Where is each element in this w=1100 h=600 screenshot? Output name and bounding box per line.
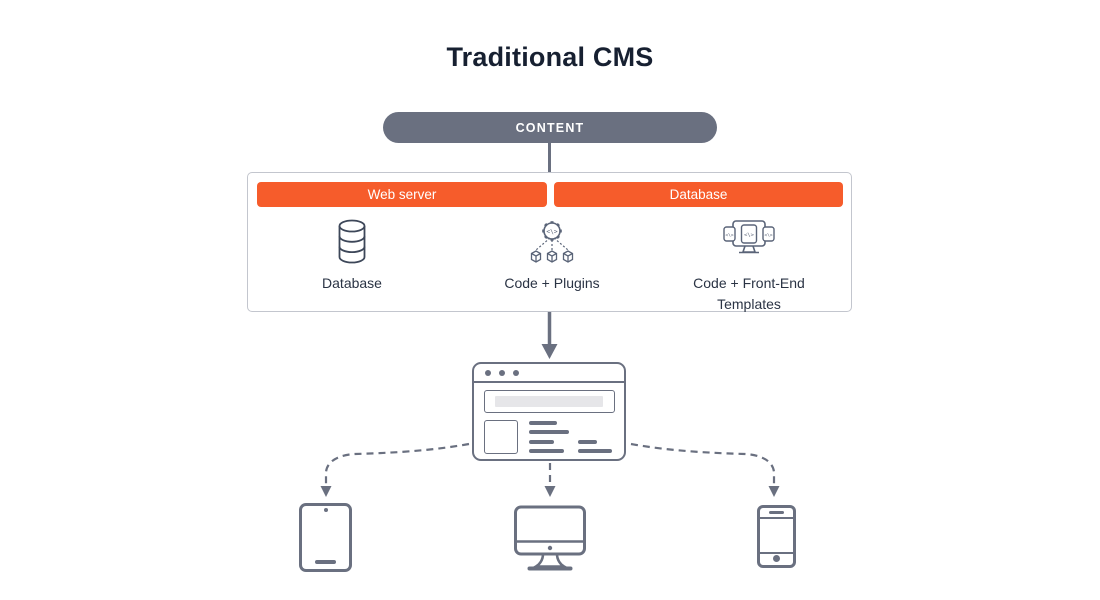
browser-text-line (529, 430, 569, 434)
browser-thumbnail-placeholder (484, 420, 518, 454)
browser-window-icon (472, 362, 626, 461)
page-title: Traditional CMS (446, 42, 654, 72)
browser-text-line (529, 440, 554, 444)
tablet-icon (299, 503, 352, 572)
dashed-line-to-desktop (544, 463, 556, 497)
browser-text-line (578, 440, 597, 444)
cms-stack-box: Web server Database Database (247, 172, 852, 312)
dashed-line-to-phone (630, 442, 780, 497)
content-pill-label: CONTENT (515, 120, 585, 135)
browser-text-line (529, 421, 557, 425)
component-templates: <\> <\> <\> Code + Front-End Templates (659, 217, 839, 315)
phone-top-divider (760, 508, 793, 519)
browser-banner-placeholder (484, 390, 615, 413)
content-to-box-connector (548, 143, 551, 172)
component-database-label: Database (322, 275, 382, 291)
component-code-plugins: <\> Code + Plugins (462, 217, 642, 294)
component-database: Database (262, 217, 442, 294)
content-pill: CONTENT (383, 112, 717, 143)
component-code-plugins-label: Code + Plugins (504, 275, 600, 291)
phone-speaker-bar (769, 511, 784, 514)
component-templates-label: Code + Front-End Templates (693, 275, 805, 312)
database-cylinder-icon (262, 217, 442, 267)
browser-text-line (578, 449, 612, 453)
gear-code-with-plugins-icon: <\> (462, 217, 642, 267)
smartphone-icon (757, 505, 796, 568)
svg-text:<\>: <\> (764, 232, 773, 238)
browser-dot-icon (499, 369, 505, 376)
phone-bottom-divider (760, 552, 793, 565)
database-bar: Database (554, 182, 843, 207)
tablet-home-bar (315, 560, 336, 564)
browser-dot-icon (485, 369, 491, 376)
phone-home-button-dot (773, 555, 780, 562)
arrow-box-to-browser (541, 312, 558, 359)
web-server-bar-label: Web server (367, 187, 437, 202)
database-bar-label: Database (669, 187, 728, 202)
web-server-bar: Web server (257, 182, 547, 207)
tablet-camera-dot (323, 508, 328, 512)
svg-text:<\>: <\> (546, 228, 557, 235)
svg-text:<\>: <\> (725, 232, 734, 238)
browser-topbar (474, 364, 624, 383)
svg-text:<\>: <\> (744, 233, 755, 239)
monitor-code-templates-icon: <\> <\> <\> (659, 217, 839, 267)
dashed-line-to-tablet (320, 442, 470, 497)
browser-dot-icon (513, 369, 519, 376)
browser-banner-fill (495, 396, 603, 407)
browser-text-line (529, 449, 564, 453)
desktop-monitor-icon (514, 505, 586, 571)
